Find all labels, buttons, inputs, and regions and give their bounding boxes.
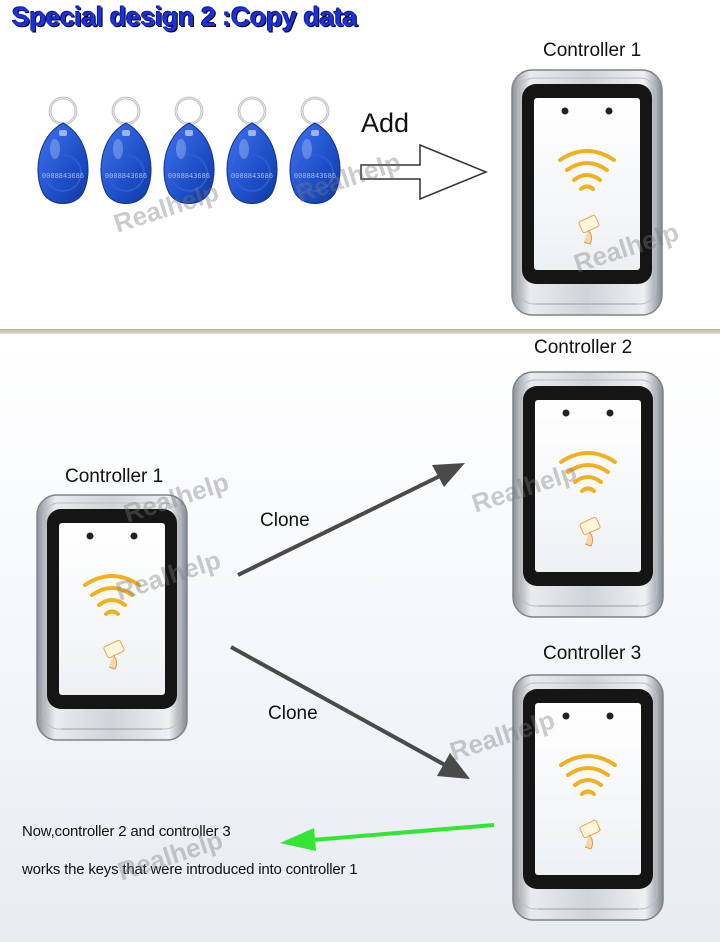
controller-1-top-label: Controller 1 (543, 40, 642, 61)
keyfob-serial-5: 0008843686 (294, 172, 336, 180)
section-divider (0, 329, 720, 334)
clone-label-1: Clone (260, 510, 310, 531)
keyfob-3: 0008843686 (162, 96, 216, 205)
page-title: Special design 2 :Copy data (12, 2, 358, 32)
keyfob-serial-4: 0008843686 (231, 172, 273, 180)
clone-label-2: Clone (268, 703, 318, 724)
controller-1-left-label: Controller 1 (65, 466, 164, 487)
controller-3-label: Controller 3 (543, 643, 642, 664)
green-arrow (311, 823, 495, 842)
add-label: Add (361, 108, 410, 138)
controller-2-label: Controller 2 (534, 337, 633, 358)
keyfob-serial-2: 0008843686 (105, 172, 147, 180)
add-arrow (360, 143, 488, 201)
clone-arrow-up-head (432, 463, 465, 487)
note-line-1: Now,controller 2 and controller 3 (22, 823, 231, 840)
note-line-2: works the keys that were introduced into… (22, 861, 358, 878)
keyfob-serial-3: 0008843686 (168, 172, 210, 180)
reader-controller-1-top (510, 68, 664, 317)
reader-controller-1-left (35, 493, 189, 742)
keyfob-4: 0008843686 (225, 96, 279, 205)
clone-arrow-up (237, 474, 441, 577)
keyfob-serial-1: 0008843686 (42, 172, 84, 180)
keyfob-1: 0008843686 (36, 96, 90, 205)
clone-diagram (35, 370, 665, 922)
green-arrow-head (280, 828, 316, 851)
keyfob-2: 0008843686 (99, 96, 153, 205)
keyfob-group: 0008843686 0008843686 0008843686 0008843… (36, 68, 664, 317)
clone-arrow-down (230, 645, 446, 767)
keyfob-5: 0008843686 (288, 96, 342, 205)
clone-arrow-down-head (437, 753, 470, 779)
